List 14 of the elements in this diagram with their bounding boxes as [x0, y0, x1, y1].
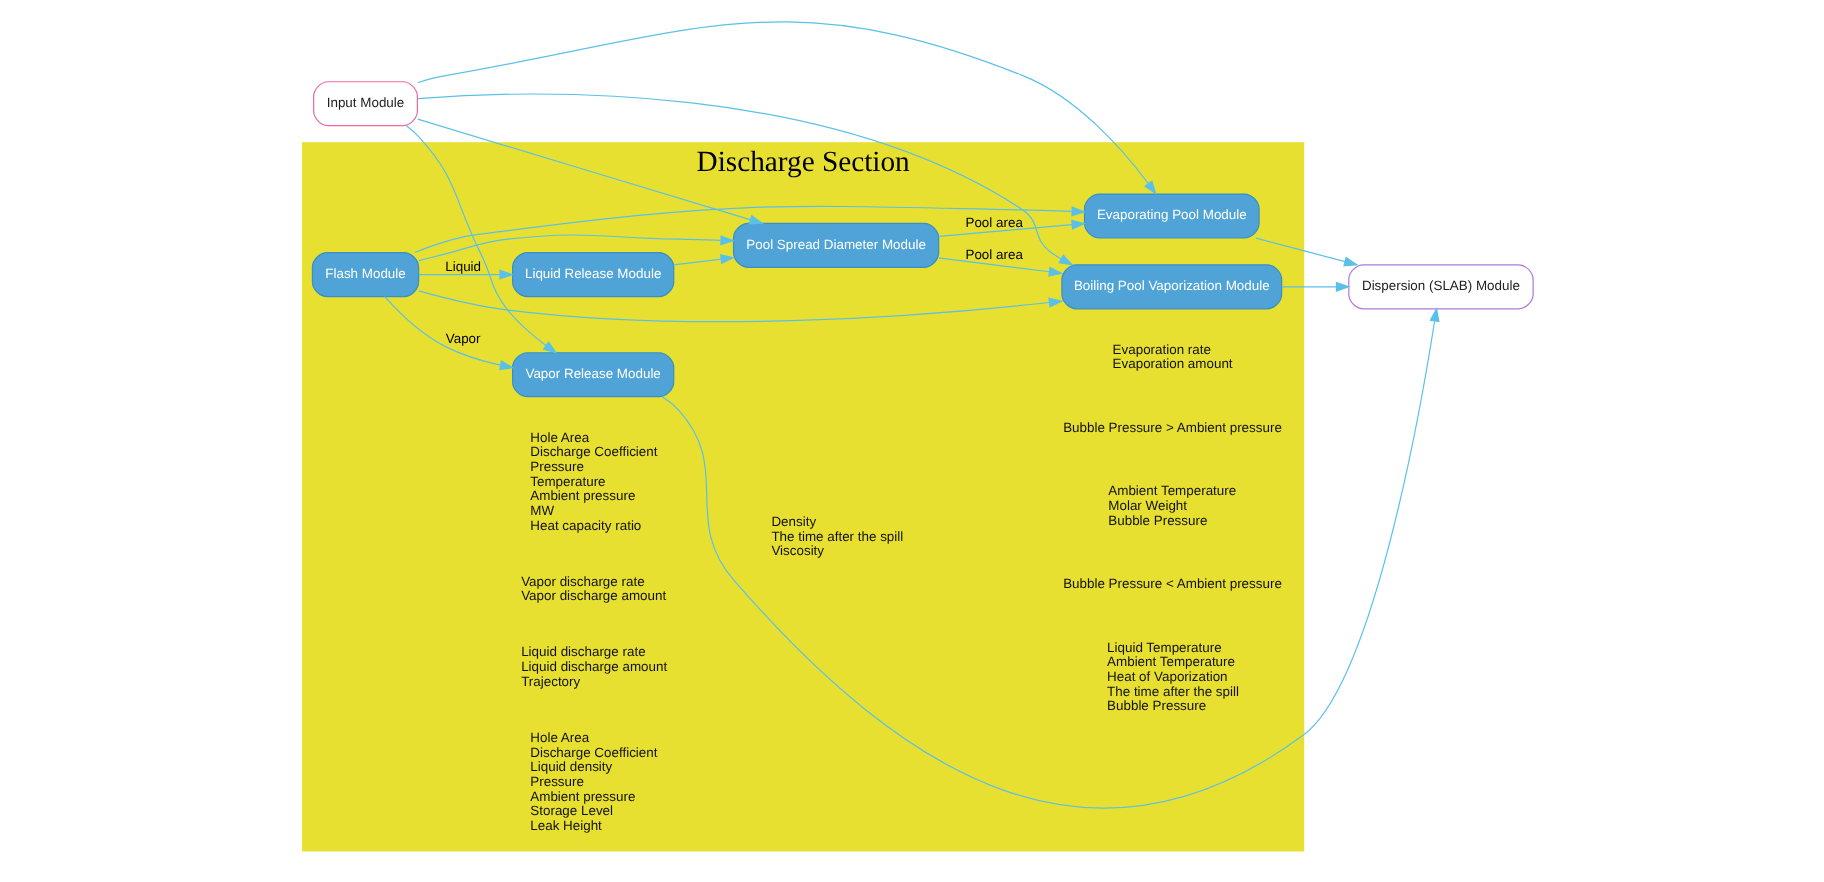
arrow — [383, 296, 514, 371]
arrow — [404, 125, 557, 354]
arrow — [660, 307, 1439, 809]
arrow — [417, 290, 1063, 323]
arrow — [1280, 281, 1350, 292]
arrow — [416, 21, 1156, 196]
arrow — [937, 219, 1086, 238]
arrow — [672, 254, 735, 266]
arrow — [417, 234, 735, 262]
arrow — [417, 269, 514, 280]
arrow — [413, 205, 1086, 254]
arrow — [1254, 237, 1358, 267]
arrow — [937, 257, 1063, 277]
arrow — [416, 118, 763, 225]
